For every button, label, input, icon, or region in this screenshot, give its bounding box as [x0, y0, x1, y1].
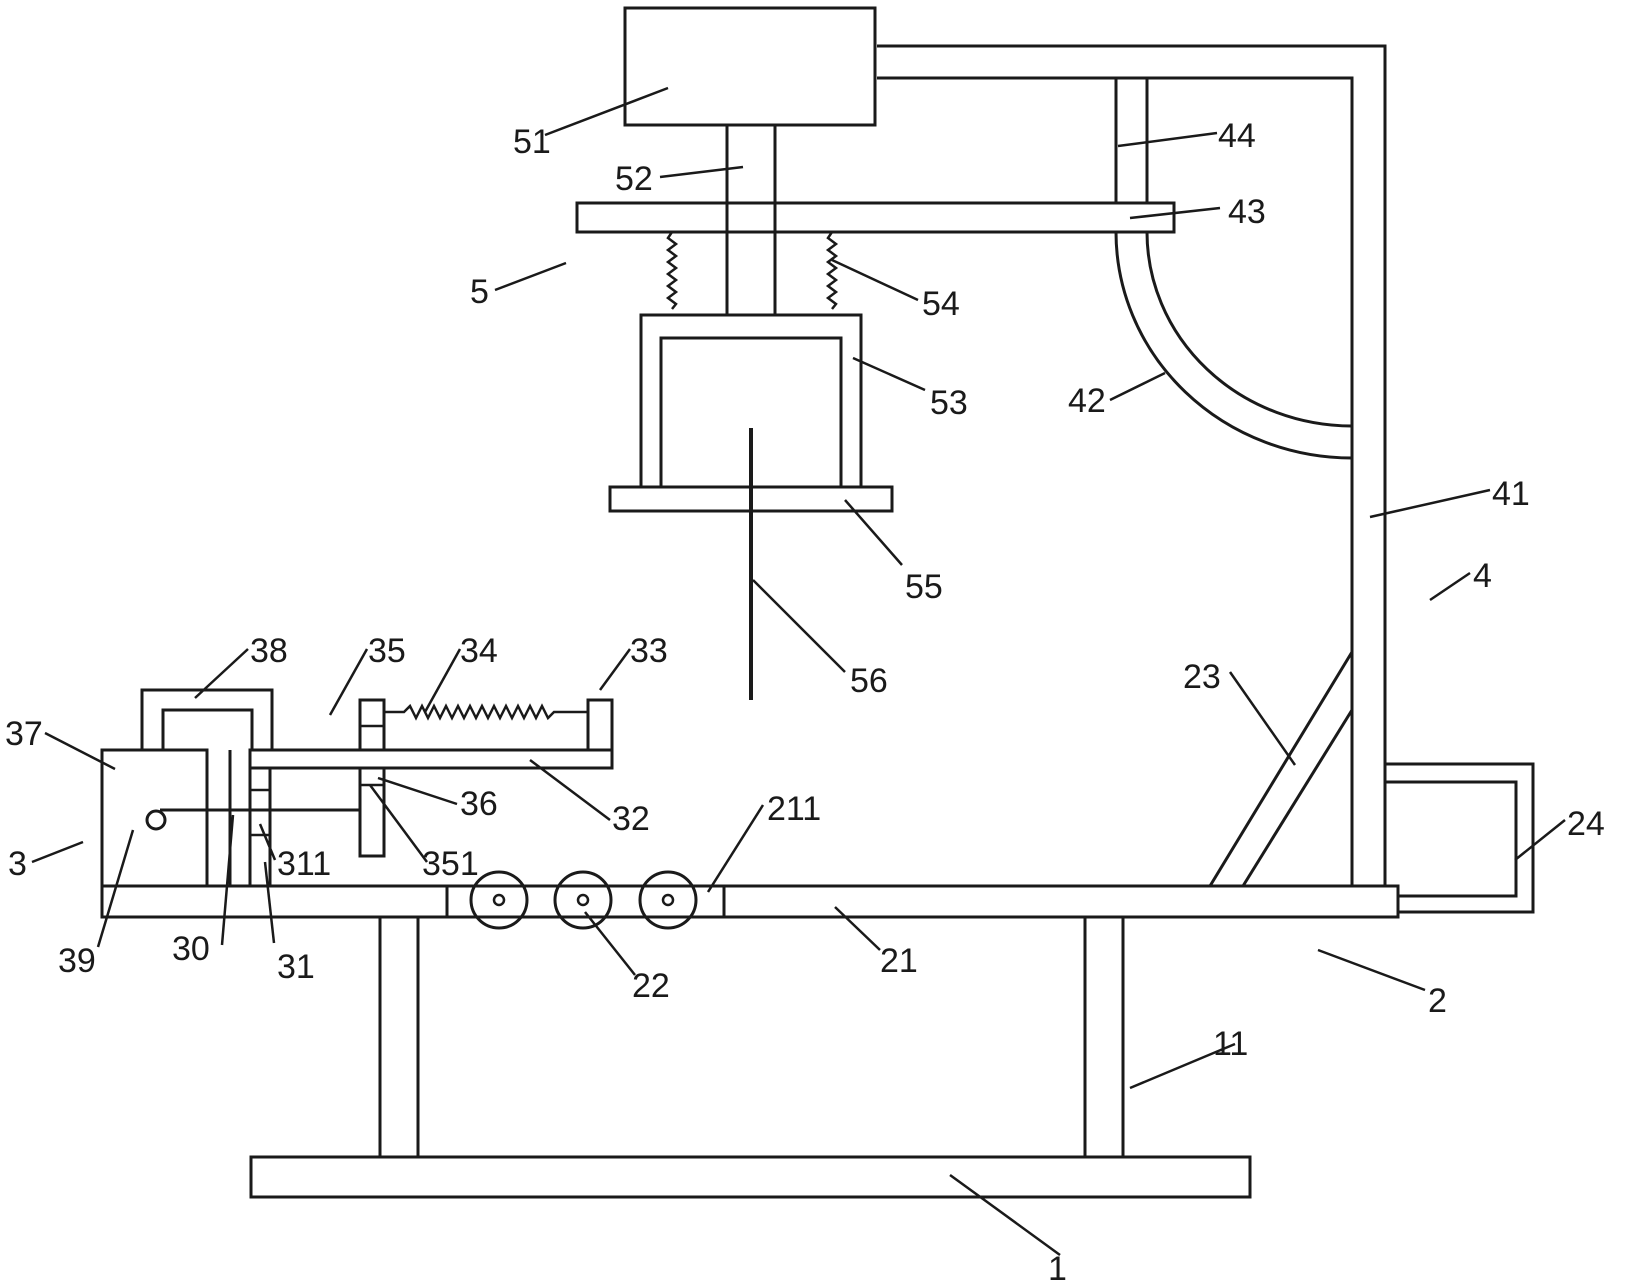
- label-24: 24: [1567, 805, 1605, 843]
- label-22: 22: [632, 967, 670, 1005]
- motor-51: [623, 6, 877, 127]
- label-43: 43: [1228, 193, 1266, 231]
- leader: [44, 731, 116, 771]
- box-24-outer: [1385, 762, 1535, 914]
- leader: [831, 258, 919, 302]
- label-32: 32: [612, 800, 650, 838]
- leader: [1129, 206, 1221, 220]
- pivot-39: [145, 809, 167, 831]
- label-11: 11: [1213, 1025, 1248, 1063]
- leader: [529, 759, 611, 821]
- cover-38-inner: [161, 708, 254, 750]
- label-35: 35: [368, 632, 406, 670]
- label-21: 21: [880, 942, 918, 980]
- box-37: [100, 748, 209, 888]
- label-23: 23: [1183, 658, 1221, 696]
- leader: [263, 861, 276, 944]
- arc-guide-outer: [1114, 231, 1353, 460]
- label-36: 36: [460, 785, 498, 823]
- leader: [1369, 488, 1491, 519]
- leader: [752, 579, 846, 673]
- leader: [31, 840, 84, 864]
- leader: [96, 829, 135, 948]
- table-left: [100, 884, 449, 919]
- box-24-inner: [1385, 780, 1518, 898]
- label-55: 55: [905, 568, 943, 606]
- label-30: 30: [172, 930, 210, 968]
- label-34: 34: [460, 632, 498, 670]
- leader: [949, 1173, 1061, 1257]
- leader: [852, 356, 926, 392]
- arc-guide-inner: [1145, 231, 1353, 428]
- left-leg: [378, 915, 420, 1159]
- label-44: 44: [1218, 117, 1256, 155]
- leader: [194, 648, 249, 699]
- label-54: 54: [922, 285, 960, 323]
- leader: [834, 906, 881, 951]
- label-53: 53: [930, 384, 968, 422]
- leader: [706, 804, 765, 893]
- leader: [377, 776, 458, 806]
- label-5: 5: [470, 273, 489, 311]
- label-56: 56: [850, 662, 888, 700]
- leader: [1317, 948, 1426, 992]
- housing-53-inner: [659, 336, 843, 487]
- leader: [258, 823, 277, 861]
- label-31: 31: [277, 948, 315, 986]
- leader: [598, 648, 632, 691]
- frame-column-inner: [877, 76, 1354, 886]
- leader: [1117, 131, 1218, 148]
- label-42: 42: [1068, 382, 1106, 420]
- leader: [1129, 1042, 1236, 1090]
- right-leg: [1083, 915, 1125, 1159]
- leader: [1228, 671, 1297, 766]
- spring-54-right: [825, 231, 839, 310]
- label-1: 1: [1048, 1250, 1067, 1288]
- leader: [544, 86, 669, 137]
- label-4: 4: [1473, 557, 1492, 595]
- label-39: 39: [58, 942, 96, 980]
- leader: [328, 648, 369, 716]
- leader: [659, 165, 744, 179]
- label-2: 2: [1428, 982, 1447, 1020]
- roller: [638, 870, 698, 930]
- frame-column-outer: [877, 44, 1387, 886]
- base-plate: [249, 1155, 1252, 1199]
- label-51: 51: [513, 123, 551, 161]
- roller: [553, 870, 613, 930]
- leader: [368, 784, 429, 863]
- label-33: 33: [630, 632, 668, 670]
- spring-34: [384, 703, 588, 721]
- shaft-52: [725, 123, 777, 317]
- beam-43: [575, 201, 1176, 234]
- leader: [220, 814, 235, 946]
- spring-54-left: [665, 231, 679, 310]
- slider-35-bottom: [358, 766, 386, 858]
- label-41: 41: [1492, 475, 1530, 513]
- leader: [1429, 571, 1471, 602]
- leader: [494, 261, 567, 292]
- rail-32: [248, 748, 614, 770]
- label-3: 3: [8, 845, 27, 883]
- label-52: 52: [615, 160, 653, 198]
- leader: [1109, 371, 1166, 402]
- housing-53-outer: [639, 313, 863, 487]
- cover-38-outer: [140, 688, 274, 750]
- stop-33: [586, 698, 614, 752]
- label-351: 351: [422, 845, 479, 883]
- leader: [423, 648, 462, 713]
- label-38: 38: [250, 632, 288, 670]
- roller: [469, 870, 529, 930]
- leader: [1514, 819, 1566, 861]
- brace-inner: [1241, 709, 1354, 887]
- label-37: 37: [5, 715, 43, 753]
- label-211: 211: [767, 790, 821, 828]
- leader: [584, 911, 636, 976]
- table-main: [722, 884, 1400, 919]
- leader: [844, 499, 903, 566]
- label-311: 311: [277, 845, 331, 883]
- brace-outer: [1208, 651, 1354, 887]
